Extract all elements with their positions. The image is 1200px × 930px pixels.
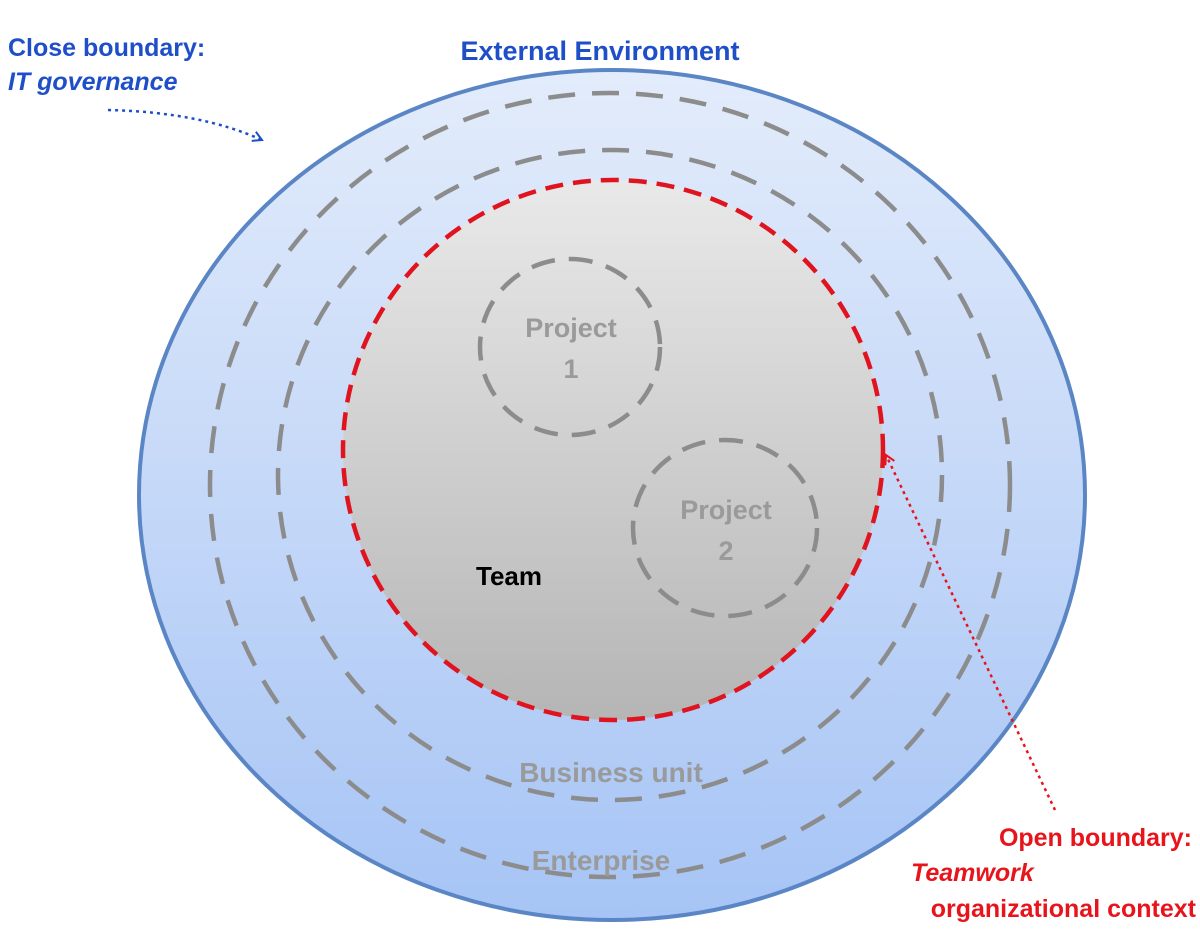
open-boundary-label: Open boundary: — [999, 824, 1192, 852]
open-boundary-context: organizational context — [931, 895, 1197, 923]
enterprise-label: Enterprise — [532, 845, 671, 876]
close-boundary-label: Close boundary: — [8, 34, 205, 62]
project-2-label-line2: 2 — [718, 536, 733, 566]
project-1-label-line1: Project — [525, 313, 617, 343]
project-2-label-line1: Project — [680, 495, 772, 525]
project-1-circle — [477, 256, 663, 438]
open-boundary-arrow — [886, 455, 1057, 811]
project-1-label-line2: 1 — [563, 354, 578, 384]
business-unit-boundary-ring — [275, 147, 945, 803]
external-environment-label: External Environment — [460, 36, 739, 66]
open-boundary-teamwork: Teamwork — [911, 859, 1035, 887]
business-unit-label: Business unit — [519, 757, 703, 788]
enterprise-boundary-ring — [207, 90, 1013, 880]
team-label: Team — [476, 561, 542, 591]
project-2-circle — [630, 437, 820, 619]
close-boundary-subtitle: IT governance — [8, 68, 178, 96]
close-boundary-arrow — [107, 108, 262, 140]
team-circle — [340, 177, 886, 723]
